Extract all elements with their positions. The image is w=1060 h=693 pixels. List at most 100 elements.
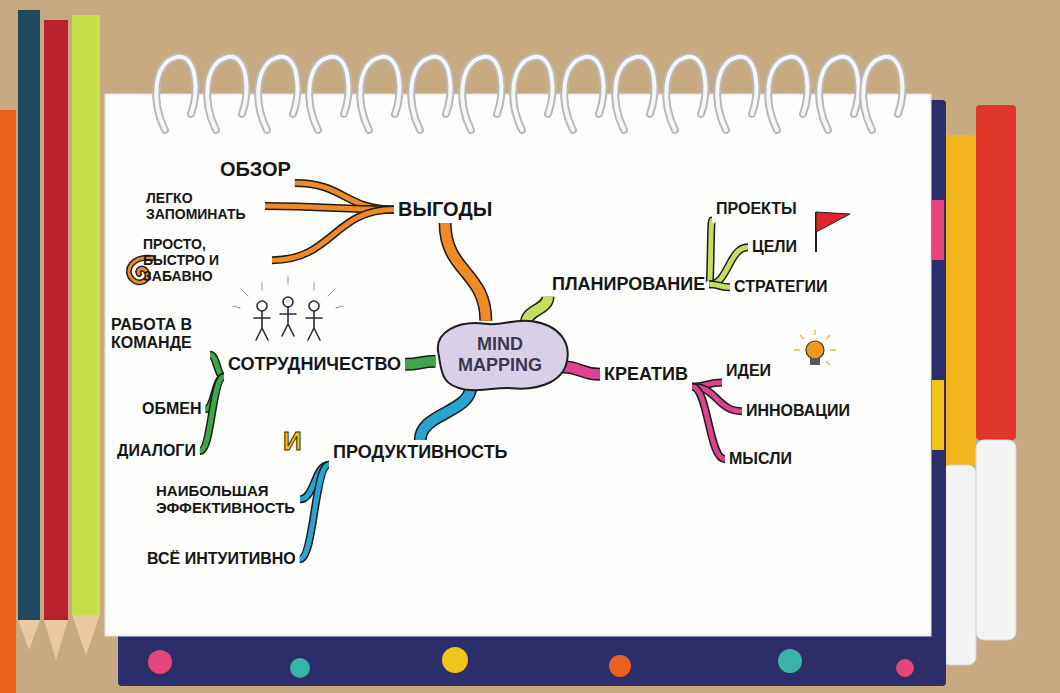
pencil-tip (18, 620, 40, 650)
branch-line (420, 386, 471, 440)
topic-text: ПРОДУКТИВНОСТЬ (333, 442, 508, 463)
spiral-ring (819, 57, 858, 130)
branch-fill (692, 387, 725, 460)
central-text: MIND MAPPING (455, 334, 545, 375)
cover-dot (609, 655, 631, 677)
branch-line (709, 220, 712, 284)
pencils (0, 10, 100, 693)
branch-fill (420, 386, 471, 440)
branch-outline (272, 210, 394, 261)
branch-topic: ИДЕИ (722, 360, 775, 382)
pencil-tip (72, 615, 100, 655)
branch-line (272, 210, 394, 261)
central-topic: MIND MAPPING (427, 316, 573, 393)
teal-pencil (18, 10, 40, 620)
spiral-ring (666, 57, 705, 130)
figure-head (283, 297, 293, 307)
branch-outline (709, 284, 730, 287)
branch-topic: РАБОТА В КОМАНДЕ (107, 314, 210, 355)
figure-body (254, 311, 270, 340)
branch-outline (526, 297, 548, 323)
branch-line (200, 377, 224, 452)
spiral-ring (462, 57, 501, 130)
spiral-ring (615, 57, 654, 130)
topic-text: ВЫГОДЫ (398, 198, 492, 221)
branch-line (445, 223, 486, 321)
cover-dot (896, 659, 914, 677)
topic-text: ДИАЛОГИ (117, 442, 196, 460)
branch-fill (405, 361, 435, 364)
topic-text: ВСЁ ИНТУИТИВНО (147, 550, 296, 568)
branch-topic: ВСЁ ИНТУИТИВНО (143, 548, 300, 570)
bulb-base (810, 358, 820, 365)
branch-line (526, 297, 548, 323)
branch-fill (272, 210, 394, 261)
figure-rays (233, 277, 343, 308)
blob-shape (438, 321, 568, 391)
paper-sheet (105, 94, 931, 636)
branch-outline (692, 387, 725, 460)
branch-outline (300, 465, 329, 560)
figure-head (257, 301, 267, 311)
branch-fill (200, 377, 224, 452)
spiral-ring (156, 57, 195, 130)
branch-line (709, 284, 730, 287)
branch-fill (526, 297, 548, 323)
branch-topic: СОТРУДНИЧЕСТВО (224, 352, 405, 377)
topic-text: ПРОСТО, БЫСТРО И ЗАБАВНО (143, 236, 268, 284)
topic-text: КРЕАТИВ (604, 364, 688, 385)
team-figures (233, 277, 343, 340)
branch-topic: НАИБОЛЬШАЯ ЭФФЕКТИВНОСТЬ (152, 480, 300, 519)
branch-outline (709, 220, 712, 284)
branch-topic: СТРАТЕГИИ (730, 276, 831, 298)
branch-fill (562, 367, 600, 375)
spiral-ring (863, 57, 902, 130)
branch-fill (445, 223, 486, 321)
branch-topic: ОБМЕН (138, 398, 206, 420)
figure-body (280, 307, 296, 336)
spiral-ring (513, 57, 552, 130)
pencil-tip (44, 620, 68, 660)
figure-body (306, 311, 322, 340)
topic-text: ИННОВАЦИИ (746, 402, 850, 420)
branch-outline (562, 367, 600, 375)
cover-stripe (932, 380, 944, 450)
branch-topic: ПРОДУКТИВНОСТЬ (329, 440, 512, 465)
branch-outline (445, 223, 486, 321)
lightbulb-icon (794, 330, 836, 365)
branch-topic: ЦЕЛИ (748, 236, 801, 258)
spiral-ring (717, 57, 756, 130)
branch-line (692, 387, 725, 460)
orange-pencil (0, 110, 16, 693)
yellow-marker-cap (942, 465, 976, 665)
topic-text: РАБОТА В КОМАНДЕ (111, 316, 206, 353)
bulb-glass (806, 341, 824, 359)
branch-topic: ПЛАНИРОВАНИЕ (548, 272, 709, 297)
topic-text: ЛЕГКО ЗАПОМИНАТЬ (146, 190, 261, 222)
cover-stripe (932, 200, 944, 260)
cover-dot (778, 649, 802, 673)
cover-dot (442, 647, 468, 673)
topic-text: ОБЗОР (220, 158, 291, 181)
branch-topic: ВЫГОДЫ (394, 196, 496, 223)
topic-text: МЫСЛИ (729, 450, 792, 468)
red-marker-cap (976, 440, 1016, 640)
yellow-marker (942, 135, 976, 465)
topic-text: ПРОЕКТЫ (716, 200, 797, 218)
branch-topic: ПРОЕКТЫ (712, 198, 801, 220)
red-pencil (44, 20, 68, 620)
branch-topic: ЛЕГКО ЗАПОМИНАТЬ (142, 188, 265, 224)
branch-topic: МЫСЛИ (725, 448, 796, 470)
branch-line (300, 465, 329, 560)
branch-outline (420, 386, 471, 440)
bulb-rays (794, 330, 836, 365)
red-marker (976, 105, 1016, 440)
branch-topic: КРЕАТИВ (600, 362, 692, 387)
branch-outline (200, 377, 224, 452)
figure-head (309, 301, 319, 311)
cover-dot (290, 658, 310, 678)
topic-text: ИДЕИ (726, 362, 771, 380)
lime-pencil (72, 15, 100, 615)
